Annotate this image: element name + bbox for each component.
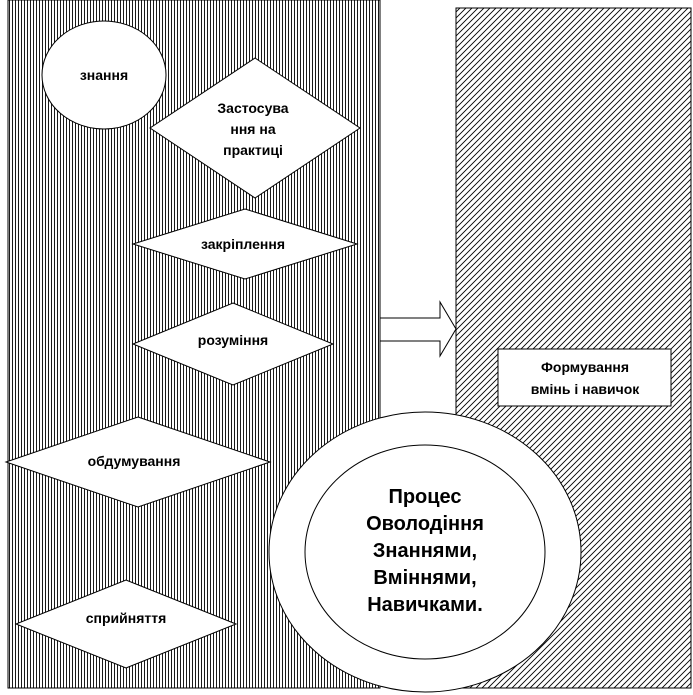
node-zakriplennia: закріплення xyxy=(131,208,359,280)
node-zastosuvannia-line-3: практиці xyxy=(223,142,283,158)
right-arrow-icon xyxy=(379,300,457,358)
process-circle: Процес Оволодіння Знаннями, Вміннями, На… xyxy=(268,411,582,693)
node-zastosuvannia-line-2: ння на xyxy=(230,121,275,137)
process-line-3: Знаннями, xyxy=(373,540,477,562)
node-zastosuvannia: Застосува ння на практиці xyxy=(149,57,361,199)
node-spryiniattia-label: сприйняття xyxy=(86,610,167,626)
process-line-4: Вміннями, xyxy=(373,567,476,589)
node-zakriplennia-label: закріплення xyxy=(201,236,285,252)
process-line-2: Оволодіння xyxy=(366,513,484,535)
node-rozuminnia-label: розуміння xyxy=(198,332,268,348)
node-spryiniattia: сприйняття xyxy=(14,579,238,669)
node-znannia-label: знання xyxy=(80,67,128,83)
node-obdumuvannia-label: обдумування xyxy=(88,453,181,469)
process-line-5: Навичками. xyxy=(367,594,483,616)
process-line-1: Процес xyxy=(388,486,461,508)
result-box: Формування вмінь і навичок xyxy=(497,348,672,407)
node-znannia: знання xyxy=(41,20,167,130)
result-box-line-1: Формування xyxy=(541,359,629,375)
node-rozuminnia: розуміння xyxy=(131,302,335,386)
node-obdumuvannia: обдумування xyxy=(4,416,272,508)
node-zastosuvannia-line-1: Застосува xyxy=(217,100,288,116)
result-box-line-2: вмінь і навичок xyxy=(531,381,641,397)
